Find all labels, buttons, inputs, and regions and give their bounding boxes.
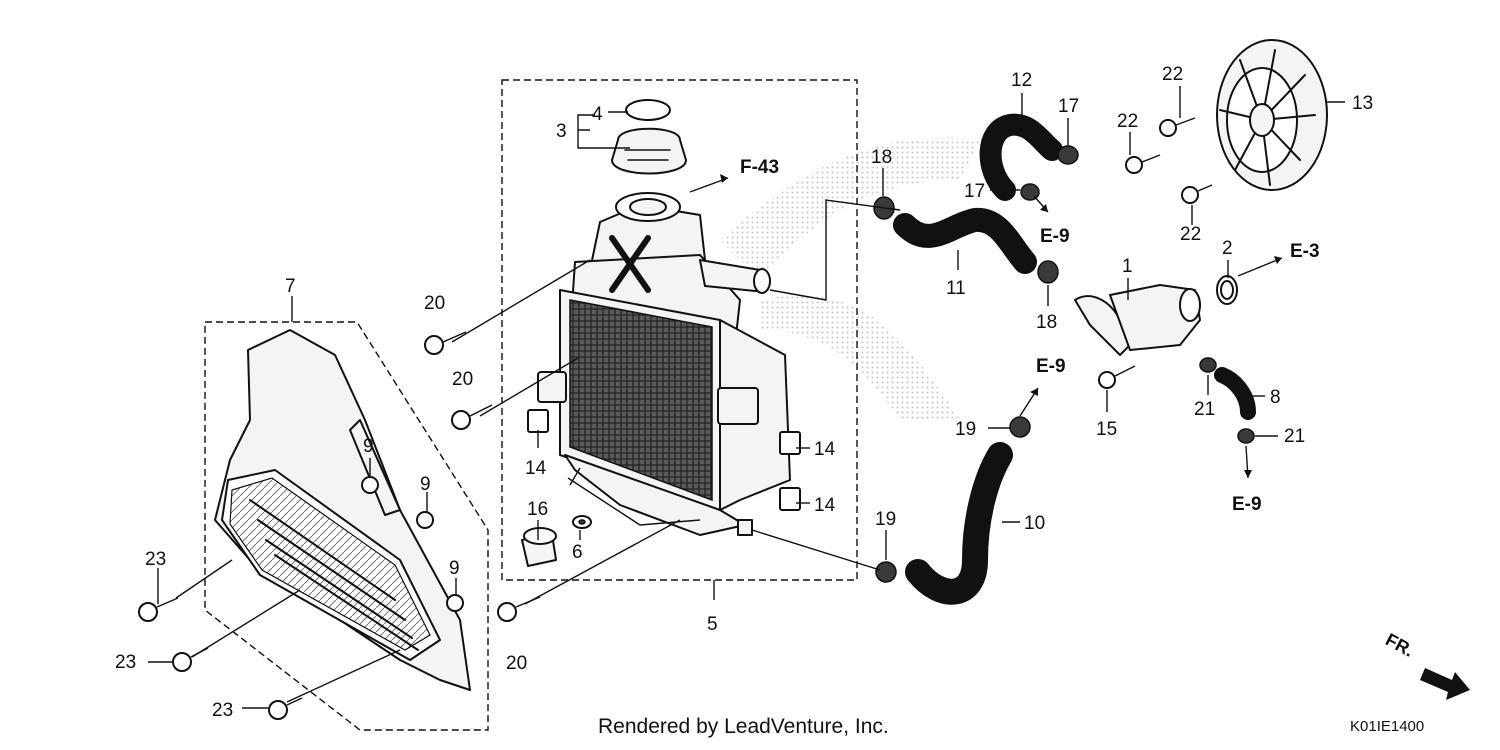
reference-arrows [689, 174, 1283, 479]
callout-22c: 22 [1180, 224, 1201, 245]
ref-e9-lower: E-9 [1232, 494, 1262, 515]
callout-11: 11 [946, 278, 966, 299]
callout-14b: 14 [814, 439, 836, 460]
callout-10: 10 [1024, 513, 1045, 534]
callout-6: 6 [572, 542, 583, 563]
callout-2: 2 [1222, 238, 1233, 259]
callout-4: 4 [592, 104, 603, 125]
cross-references: F-43 E-9 E-9 E-9 E-3 [740, 157, 1320, 515]
callout-18b: 18 [1036, 312, 1057, 333]
ref-f43: F-43 [740, 157, 779, 178]
callout-15: 15 [1096, 419, 1117, 440]
radiator-group-box [501, 79, 858, 581]
callout-14c: 14 [814, 495, 836, 516]
diagram-code: K01IE1400 [1350, 718, 1424, 735]
callout-14a: 14 [525, 458, 547, 479]
hoses [893, 113, 1256, 605]
callout-22b: 22 [1117, 111, 1138, 132]
callout-20a: 20 [424, 293, 445, 314]
callout-16: 16 [527, 499, 548, 520]
callout-9b: 9 [420, 474, 431, 495]
radiator-assembly [521, 192, 791, 567]
callout-17b: 17 [964, 181, 985, 202]
callout-23b: 23 [115, 652, 136, 673]
callout-20c: 20 [506, 653, 527, 674]
credit-text: Rendered by LeadVenture, Inc. [598, 715, 889, 738]
callout-20b: 20 [452, 369, 473, 390]
callout-numbers: 1 2 3 4 5 6 7 8 9 9 9 10 11 12 13 14 14 … [115, 64, 1373, 721]
callout-23a: 23 [145, 549, 166, 570]
callout-12: 12 [1011, 70, 1032, 91]
leader-lines [148, 86, 1345, 709]
cooling-fan [1216, 39, 1328, 191]
callout-18a: 18 [871, 147, 892, 168]
callout-17a: 17 [1058, 96, 1079, 117]
ref-e9-middle: E-9 [1036, 356, 1066, 377]
radiator-shroud [204, 321, 489, 731]
callout-19b: 19 [875, 509, 896, 530]
callout-23c: 23 [212, 700, 233, 721]
clip-nuts [527, 409, 801, 511]
callout-3: 3 [556, 121, 567, 142]
front-direction-indicator: FR. [1382, 629, 1470, 700]
callout-9c: 9 [449, 558, 460, 579]
callout-7: 7 [285, 276, 296, 297]
callout-9a: 9 [363, 436, 374, 457]
callout-21b: 21 [1284, 426, 1305, 447]
arrow-right-icon [1420, 668, 1470, 700]
callout-13: 13 [1352, 93, 1373, 114]
callout-22a: 22 [1162, 64, 1183, 85]
water-pipe-joint [1074, 275, 1238, 356]
ref-e9-upper: E-9 [1040, 226, 1070, 247]
ref-e3: E-3 [1290, 241, 1320, 262]
front-label: FR. [1382, 629, 1417, 660]
callout-8: 8 [1270, 387, 1281, 408]
callout-5: 5 [707, 614, 718, 635]
callout-21a: 21 [1194, 399, 1215, 420]
watermark-logo [720, 137, 980, 420]
callout-1: 1 [1122, 256, 1133, 277]
radiator-cap [611, 99, 687, 175]
callout-19a: 19 [955, 419, 976, 440]
